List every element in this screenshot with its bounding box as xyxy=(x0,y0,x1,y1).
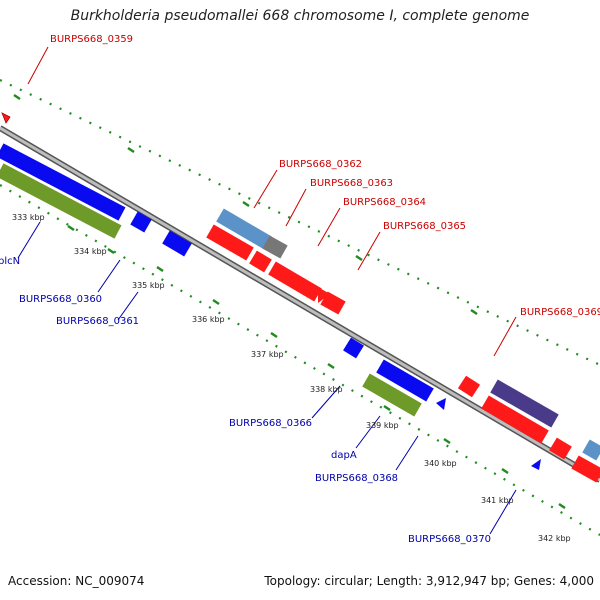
genome-summary-text: Topology: circular; Length: 3,912,947 bp… xyxy=(264,574,594,588)
tick-label: 339 kbp xyxy=(366,421,399,430)
gene-label-BURPS668_0362[interactable]: BURPS668_0362 xyxy=(279,159,362,170)
gene-BURPS668_0365[interactable] xyxy=(268,261,322,302)
reverse-genes xyxy=(0,143,541,470)
gene-BURPS668_0361[interactable] xyxy=(130,211,152,233)
tick-label: 338 kbp xyxy=(310,385,343,394)
gene-label-BURPS668_0368[interactable]: BURPS668_0368 xyxy=(315,473,398,484)
gene-label-plcN[interactable]: plcN xyxy=(0,256,20,267)
leader-lines xyxy=(17,46,517,535)
gene-BURPS668_0369[interactable] xyxy=(490,379,559,428)
gene-label-BURPS668_0364[interactable]: BURPS668_0364 xyxy=(343,197,426,208)
gene-BURPS668_0368[interactable] xyxy=(436,398,446,410)
reverse-gene-labels: plcN BURPS668_0360 BURPS668_0361 BURPS66… xyxy=(0,256,491,545)
gene-fwd-e[interactable] xyxy=(549,437,572,460)
tick-label: 341 kbp xyxy=(481,496,514,505)
gene-fwd-g[interactable] xyxy=(571,455,600,483)
backbone xyxy=(0,125,600,483)
tick-label: 336 kbp xyxy=(192,315,225,324)
gene-label-BURPS668_0365[interactable]: BURPS668_0365 xyxy=(383,221,466,232)
gene-fwd-arrow[interactable] xyxy=(318,287,330,303)
tick-label: 342 kbp xyxy=(538,534,571,543)
tick-labels: 333 kbp 334 kbp 335 kbp 336 kbp 337 kbp … xyxy=(12,213,571,543)
gene-plcN[interactable] xyxy=(0,143,126,221)
gene-dapA[interactable] xyxy=(362,373,422,417)
gene-fwd-b[interactable] xyxy=(320,291,346,315)
gene-label-BURPS668_0369[interactable]: BURPS668_0369 xyxy=(520,307,600,318)
tick-label: 334 kbp xyxy=(74,247,107,256)
dotted-tracks xyxy=(0,79,600,536)
gene-label-BURPS668_0366[interactable]: BURPS668_0366 xyxy=(229,418,312,429)
gene-BURPS668_0364[interactable] xyxy=(249,250,272,273)
gene-fwd-a[interactable] xyxy=(206,224,254,261)
outer-dotted-track xyxy=(0,79,600,366)
tick-label: 337 kbp xyxy=(251,350,284,359)
gene-BURPS668_0363[interactable] xyxy=(262,235,288,259)
major-ticks xyxy=(13,93,566,510)
inner-dotted-track xyxy=(0,184,600,536)
gene-label-BURPS668_0360[interactable]: BURPS668_0360 xyxy=(19,294,102,305)
gene-BURPS668_0362[interactable] xyxy=(216,208,272,250)
tick-label: 340 kbp xyxy=(424,459,457,468)
gene-BURPS668_0359[interactable] xyxy=(1,112,11,124)
map-title: Burkholderia pseudomallei 668 chromosome… xyxy=(70,8,530,24)
tick-label: 335 kbp xyxy=(132,281,165,290)
forward-genes xyxy=(1,112,600,483)
gene-label-BURPS668_0359[interactable]: BURPS668_0359 xyxy=(50,34,133,45)
gene-fwd-f[interactable] xyxy=(582,439,600,461)
gene-fwd-c[interactable] xyxy=(457,375,481,398)
tick-label: 333 kbp xyxy=(12,213,45,222)
forward-gene-labels: BURPS668_0359 BURPS668_0362 BURPS668_036… xyxy=(50,34,600,318)
gene-label-BURPS668_0361[interactable]: BURPS668_0361 xyxy=(56,316,139,327)
gene-BURPS668_0366[interactable] xyxy=(343,337,364,359)
gene-BURPS668_0360[interactable] xyxy=(0,163,122,239)
gene-BURPS668_0370[interactable] xyxy=(531,459,541,470)
gene-label-BURPS668_0363[interactable]: BURPS668_0363 xyxy=(310,178,393,189)
accession-text: Accession: NC_009074 xyxy=(8,574,145,588)
gene-rev-a[interactable] xyxy=(162,230,192,257)
gene-rev-b[interactable] xyxy=(376,359,434,402)
gene-label-BURPS668_0370[interactable]: BURPS668_0370 xyxy=(408,534,491,545)
gene-label-dapA[interactable]: dapA xyxy=(331,450,357,461)
gene-fwd-d[interactable] xyxy=(481,395,549,444)
